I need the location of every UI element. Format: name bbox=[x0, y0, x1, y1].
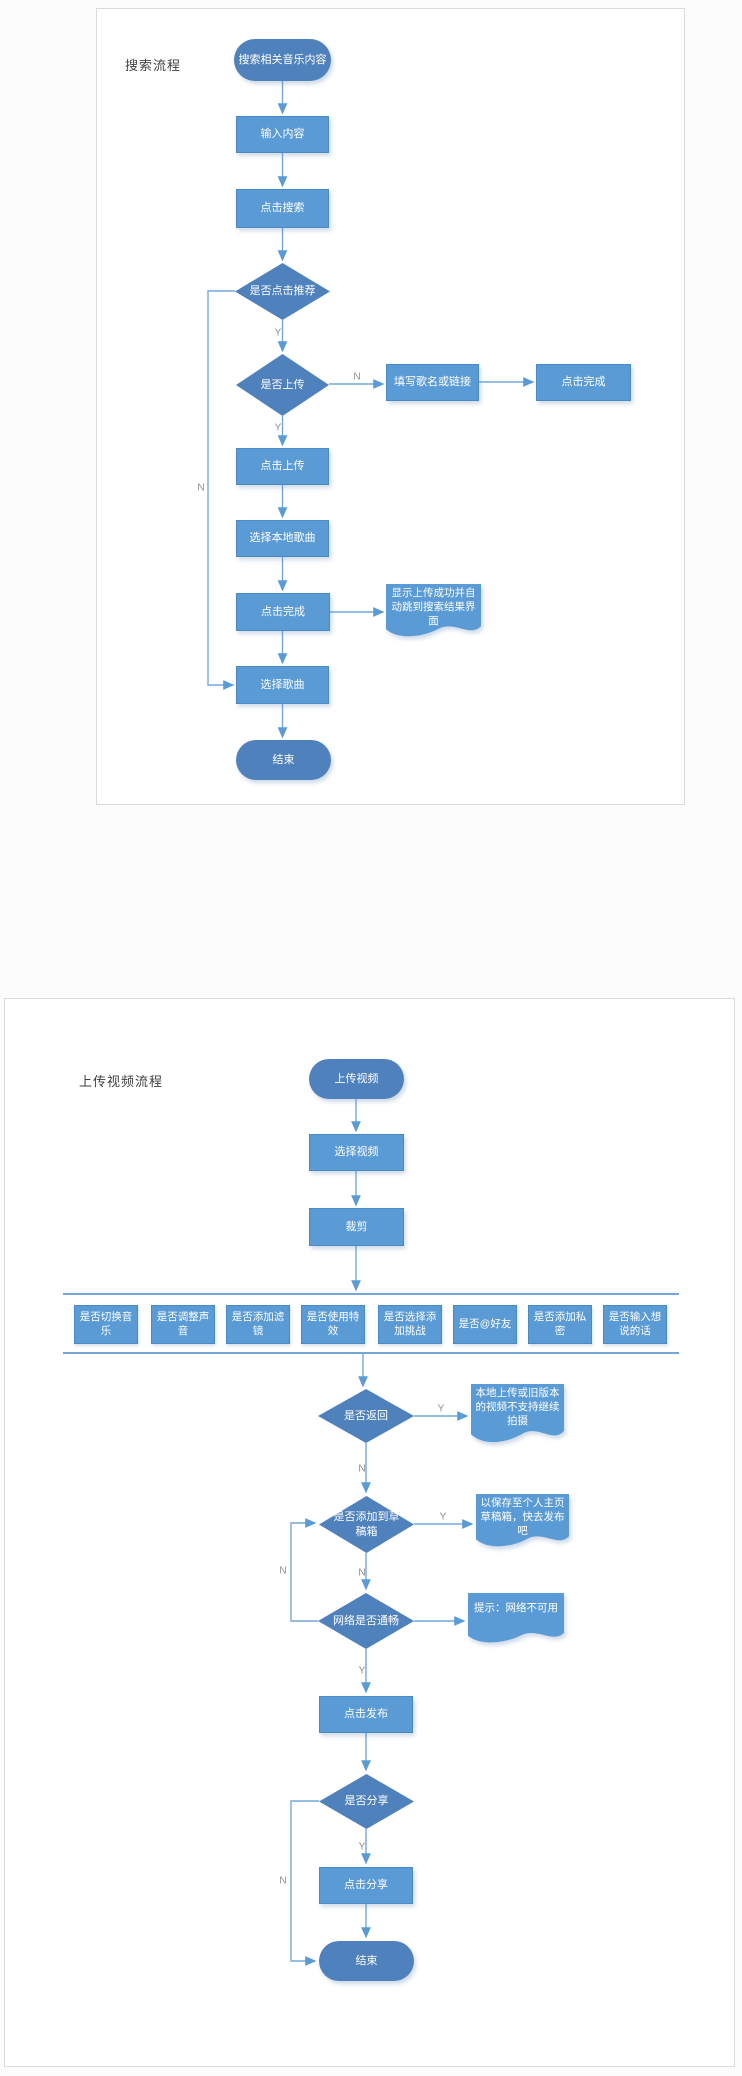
node-end-upload: 结束 bbox=[319, 1941, 414, 1981]
document-shape bbox=[471, 1384, 564, 1443]
edge-label-y: Y bbox=[274, 327, 282, 339]
edge-label-y: Y bbox=[274, 422, 282, 434]
parallel-option-set-private: 是否添加私密 bbox=[528, 1305, 592, 1344]
parallel-option-add-challenge: 是否选择添加挑战 bbox=[378, 1305, 442, 1344]
doc-network-unavailable: 提示：网络不可用 bbox=[468, 1593, 564, 1644]
node-end-search: 结束 bbox=[236, 740, 331, 780]
parallel-option-enter-caption: 是否输入想说的话 bbox=[603, 1305, 667, 1344]
node-start-upload: 上传视频 bbox=[309, 1059, 404, 1099]
node-input-content: 输入内容 bbox=[236, 116, 329, 153]
node-click-upload: 点击上传 bbox=[236, 448, 329, 485]
parallel-option-adjust-sound: 是否调整声音 bbox=[151, 1305, 215, 1344]
node-click-publish: 点击发布 bbox=[319, 1696, 413, 1733]
parallel-option-switch-music: 是否切换音乐 bbox=[74, 1305, 138, 1344]
decision-return: 是否返回 bbox=[318, 1389, 414, 1443]
decision-share: 是否分享 bbox=[319, 1774, 414, 1829]
edge-label-n: N bbox=[197, 482, 205, 494]
decision-add-to-draft: 是否添加到草稿箱 bbox=[319, 1496, 414, 1553]
document-shape bbox=[468, 1593, 564, 1643]
edge-label-n: N bbox=[279, 1875, 287, 1887]
node-click-finish-right: 点击完成 bbox=[536, 364, 631, 401]
edge-label-y: Y bbox=[358, 1841, 366, 1853]
edge-label-y: Y bbox=[437, 1403, 445, 1415]
parallel-option-use-effects: 是否使用特效 bbox=[301, 1305, 365, 1344]
edge-label-y: Y bbox=[439, 1511, 447, 1523]
doc-upload-success: 显示上传成功并自动跳到搜索结果界面 bbox=[386, 584, 481, 638]
node-click-finish: 点击完成 bbox=[236, 593, 330, 631]
document-shape bbox=[386, 584, 481, 637]
edge-label-n: N bbox=[353, 371, 361, 383]
decision-network-ok: 网络是否通畅 bbox=[318, 1593, 414, 1649]
decision-click-recommend: 是否点击推荐 bbox=[235, 263, 330, 320]
search-flow-edges bbox=[207, 81, 535, 739]
parallel-option-mention-friend: 是否@好友 bbox=[453, 1305, 517, 1344]
node-click-share: 点击分享 bbox=[319, 1867, 413, 1904]
edge-label-n: N bbox=[358, 1463, 366, 1475]
document-shape bbox=[476, 1494, 569, 1547]
edge-label-y: Y bbox=[358, 1665, 366, 1677]
doc-no-continue-shooting: 本地上传或旧版本的视频不支持继续拍摄 bbox=[471, 1384, 564, 1444]
parallel-option-add-filter: 是否添加滤镜 bbox=[226, 1305, 290, 1344]
node-trim: 裁剪 bbox=[309, 1208, 404, 1246]
decision-upload: 是否上传 bbox=[236, 354, 329, 416]
node-choose-local-song: 选择本地歌曲 bbox=[236, 520, 329, 557]
upload-flowchart-panel: 上传视频流程 上传视频 选择视频 裁剪 是否切换音乐 是否调整声音 是否添加滤镜… bbox=[4, 998, 735, 2067]
upload-flowchart-title: 上传视频流程 bbox=[79, 1074, 164, 1089]
node-fill-song-or-link: 填写歌名或链接 bbox=[386, 364, 479, 401]
node-choose-video: 选择视频 bbox=[309, 1134, 404, 1171]
search-flowchart-title: 搜索流程 bbox=[125, 58, 182, 73]
edge-label-n: N bbox=[358, 1567, 366, 1579]
edge-label-n: N bbox=[279, 1565, 287, 1577]
doc-saved-to-draft: 以保存至个人主页草稿箱，快去发布吧 bbox=[476, 1494, 569, 1548]
node-choose-song: 选择歌曲 bbox=[236, 666, 329, 704]
node-start-search: 搜索相关音乐内容 bbox=[234, 39, 331, 81]
node-click-search: 点击搜索 bbox=[236, 189, 329, 228]
search-flowchart-panel: 搜索流程 搜索相关音乐内容 输入内容 点击搜索 是否点击推荐 是否上传 填写歌名… bbox=[96, 8, 685, 805]
